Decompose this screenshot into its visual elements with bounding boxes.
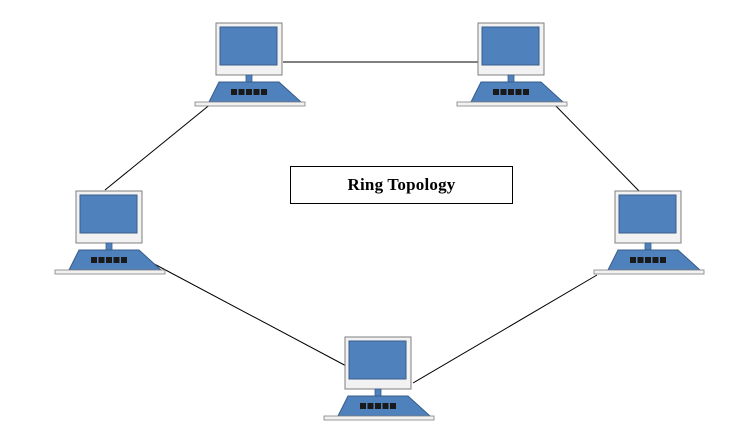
desktop-computer-icon bbox=[456, 22, 568, 107]
ring-link-pc-bottom-to-pc-left bbox=[142, 257, 351, 369]
monitor-stand bbox=[245, 74, 253, 83]
keyboard-key bbox=[113, 257, 120, 263]
keyboard-key bbox=[493, 89, 499, 95]
keyboard-key bbox=[382, 403, 389, 409]
keyboard-key bbox=[375, 403, 381, 409]
desktop-computer-icon bbox=[54, 190, 166, 275]
keyboard-key bbox=[360, 403, 366, 409]
keyboard-key bbox=[98, 257, 105, 263]
keyboard-key bbox=[500, 89, 507, 95]
keyboard-key bbox=[121, 257, 127, 263]
ring-link-pc-left-to-pc-top-left bbox=[104, 102, 213, 191]
keyboard-key bbox=[91, 257, 97, 263]
monitor-stand bbox=[374, 388, 382, 397]
keyboard-key bbox=[238, 89, 245, 95]
keyboard-bottom-edge bbox=[323, 415, 435, 421]
keyboard-bottom-edge bbox=[593, 269, 705, 275]
keyboard-bottom-edge bbox=[54, 269, 166, 275]
keyboard-key bbox=[515, 89, 522, 95]
monitor-stand bbox=[105, 242, 113, 251]
desktop-computer-icon bbox=[323, 336, 435, 421]
keyboard-key bbox=[508, 89, 514, 95]
diagram-title-box: Ring Topology bbox=[290, 166, 513, 204]
monitor-screen bbox=[348, 340, 407, 380]
keyboard-key bbox=[645, 257, 651, 263]
keyboard-key bbox=[246, 89, 252, 95]
keyboard-bottom-edge bbox=[456, 101, 568, 107]
keyboard-key bbox=[523, 89, 529, 95]
links-layer bbox=[104, 61, 642, 384]
keyboard-key bbox=[637, 257, 644, 263]
keyboard-bottom-edge bbox=[194, 101, 306, 107]
keyboard-key bbox=[367, 403, 374, 409]
keyboard-key bbox=[106, 257, 112, 263]
monitor-screen bbox=[481, 26, 540, 66]
keyboard-key bbox=[652, 257, 659, 263]
keyboard-key bbox=[261, 89, 267, 95]
keyboard-key bbox=[660, 257, 666, 263]
keyboard-key bbox=[231, 89, 237, 95]
desktop-computer-icon bbox=[194, 22, 306, 107]
keyboard-key bbox=[630, 257, 636, 263]
desktop-computer-icon bbox=[593, 190, 705, 275]
monitor-screen bbox=[219, 26, 278, 66]
monitor-stand bbox=[644, 242, 652, 251]
monitor-screen bbox=[618, 194, 677, 234]
monitor-stand bbox=[507, 74, 515, 83]
keyboard-key bbox=[253, 89, 260, 95]
diagram-title: Ring Topology bbox=[347, 175, 456, 194]
nodes-layer bbox=[54, 22, 705, 421]
monitor-screen bbox=[79, 194, 138, 234]
keyboard-key bbox=[390, 403, 396, 409]
ring-link-pc-right-to-pc-bottom bbox=[412, 274, 598, 384]
ring-link-pc-top-right-to-pc-right bbox=[552, 102, 642, 194]
